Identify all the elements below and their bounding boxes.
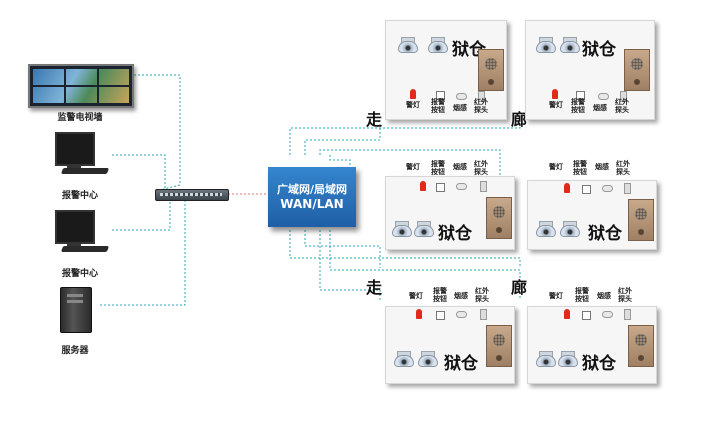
- infrared-sensor-icon: [620, 91, 627, 102]
- cell-title: 狱仓: [582, 354, 616, 374]
- alarm-center-2-label: 报警中心: [61, 269, 98, 279]
- alarm-button-icon: [436, 183, 445, 192]
- camera-icon: [536, 37, 556, 53]
- alarm-label: 报警 按钮: [431, 160, 445, 176]
- lamp-label: 警灯: [409, 292, 423, 300]
- infrared-sensor-icon: [478, 91, 485, 102]
- corridor-lang-top: 廊: [511, 110, 528, 129]
- warning-lamp-icon: [564, 309, 570, 319]
- cell-title: 狱仓: [438, 224, 472, 244]
- video-wall-screens: [33, 69, 129, 103]
- intercom-icon: [628, 199, 654, 241]
- server-tower: [60, 287, 92, 333]
- video-wall-label: 监警电视墙: [57, 113, 103, 123]
- camera-icon: [560, 221, 580, 237]
- intercom-icon: [478, 49, 504, 91]
- cell-f: 狱仓: [527, 306, 657, 384]
- intercom-icon: [628, 325, 654, 367]
- smoke-detector-icon: [602, 185, 613, 192]
- wan-lan-title: 广域网/局域网: [276, 183, 348, 196]
- pir-label: 红外 探头: [616, 160, 630, 176]
- alarm-center-2-keyboard: [60, 246, 110, 252]
- camera-icon: [398, 37, 418, 53]
- intercom-icon: [486, 325, 512, 367]
- warning-lamp-icon: [410, 89, 416, 99]
- pir-label: 红外 探头: [475, 287, 489, 303]
- corridor-zou-top: 走: [366, 110, 383, 129]
- alarm-label: 报警 按钮: [433, 287, 447, 303]
- cell-e: 狱仓: [385, 306, 515, 384]
- warning-lamp-icon: [420, 181, 426, 191]
- cell-title: 狱仓: [452, 40, 486, 60]
- alarm-button-icon: [582, 311, 591, 320]
- camera-icon: [558, 351, 578, 367]
- intercom-icon: [486, 197, 512, 239]
- camera-icon: [392, 221, 412, 237]
- smoke-detector-icon: [456, 93, 467, 100]
- alarm-center-1-stand: [67, 164, 81, 170]
- alarm-button-icon: [582, 185, 591, 194]
- camera-icon: [414, 221, 434, 237]
- lamp-label: 警灯: [549, 292, 563, 300]
- alarm-center-1-monitor: [55, 132, 95, 166]
- camera-icon: [560, 37, 580, 53]
- corridor-lang-bottom: 廊: [511, 278, 528, 297]
- camera-icon: [394, 351, 414, 367]
- pir-label: 红外 探头: [615, 98, 629, 114]
- alarm-center-1-label: 报警中心: [61, 191, 98, 201]
- smoke-label: 烟感: [453, 104, 467, 112]
- infrared-sensor-icon: [480, 309, 487, 320]
- warning-lamp-icon: [552, 89, 558, 99]
- video-wall: [28, 64, 134, 108]
- cell-b: 狱仓: [525, 20, 655, 120]
- smoke-detector-icon: [456, 183, 467, 190]
- cell-title: 狱仓: [444, 354, 478, 374]
- wan-lan-box: 广域网/局域网 WAN/LAN: [268, 167, 356, 227]
- smoke-detector-icon: [456, 311, 467, 318]
- lamp-label: 警灯: [549, 163, 563, 171]
- cell-c: 狱仓: [385, 176, 515, 250]
- alarm-button-icon: [436, 311, 445, 320]
- alarm-button-icon: [436, 91, 445, 100]
- alarm-center-1-keyboard: [60, 168, 110, 174]
- alarm-center-2-stand: [67, 242, 81, 248]
- infrared-sensor-icon: [480, 181, 487, 192]
- pir-label: 红外 探头: [474, 160, 488, 176]
- server-label: 服务器: [61, 346, 89, 356]
- smoke-detector-icon: [598, 93, 609, 100]
- infrared-sensor-icon: [624, 183, 631, 194]
- smoke-label: 烟感: [597, 292, 611, 300]
- alarm-label: 报警 按钮: [573, 160, 587, 176]
- lamp-label: 警灯: [549, 101, 563, 109]
- network-switch: [155, 189, 229, 201]
- smoke-label: 烟感: [453, 163, 467, 171]
- pir-label: 红外 探头: [618, 287, 632, 303]
- lamp-label: 警灯: [406, 101, 420, 109]
- warning-lamp-icon: [416, 309, 422, 319]
- camera-icon: [536, 351, 556, 367]
- camera-icon: [536, 221, 556, 237]
- smoke-label: 烟感: [593, 104, 607, 112]
- alarm-label: 报警 按钮: [431, 98, 445, 114]
- cell-title: 狱仓: [588, 224, 622, 244]
- corridor-zou-bottom: 走: [366, 278, 383, 297]
- intercom-icon: [624, 49, 650, 91]
- warning-lamp-icon: [564, 183, 570, 193]
- camera-icon: [428, 37, 448, 53]
- infrared-sensor-icon: [624, 309, 631, 320]
- smoke-label: 烟感: [595, 163, 609, 171]
- wan-lan-subtitle: WAN/LAN: [280, 197, 344, 211]
- lamp-label: 警灯: [406, 163, 420, 171]
- cell-a: 狱仓: [385, 20, 507, 120]
- alarm-center-2-monitor: [55, 210, 95, 244]
- smoke-label: 烟感: [454, 292, 468, 300]
- cell-title: 狱仓: [582, 40, 616, 60]
- smoke-detector-icon: [602, 311, 613, 318]
- alarm-label: 报警 按钮: [575, 287, 589, 303]
- alarm-button-icon: [576, 91, 585, 100]
- camera-icon: [418, 351, 438, 367]
- pir-label: 红外 探头: [474, 98, 488, 114]
- cell-d: 狱仓: [527, 180, 657, 250]
- alarm-label: 报警 按钮: [571, 98, 585, 114]
